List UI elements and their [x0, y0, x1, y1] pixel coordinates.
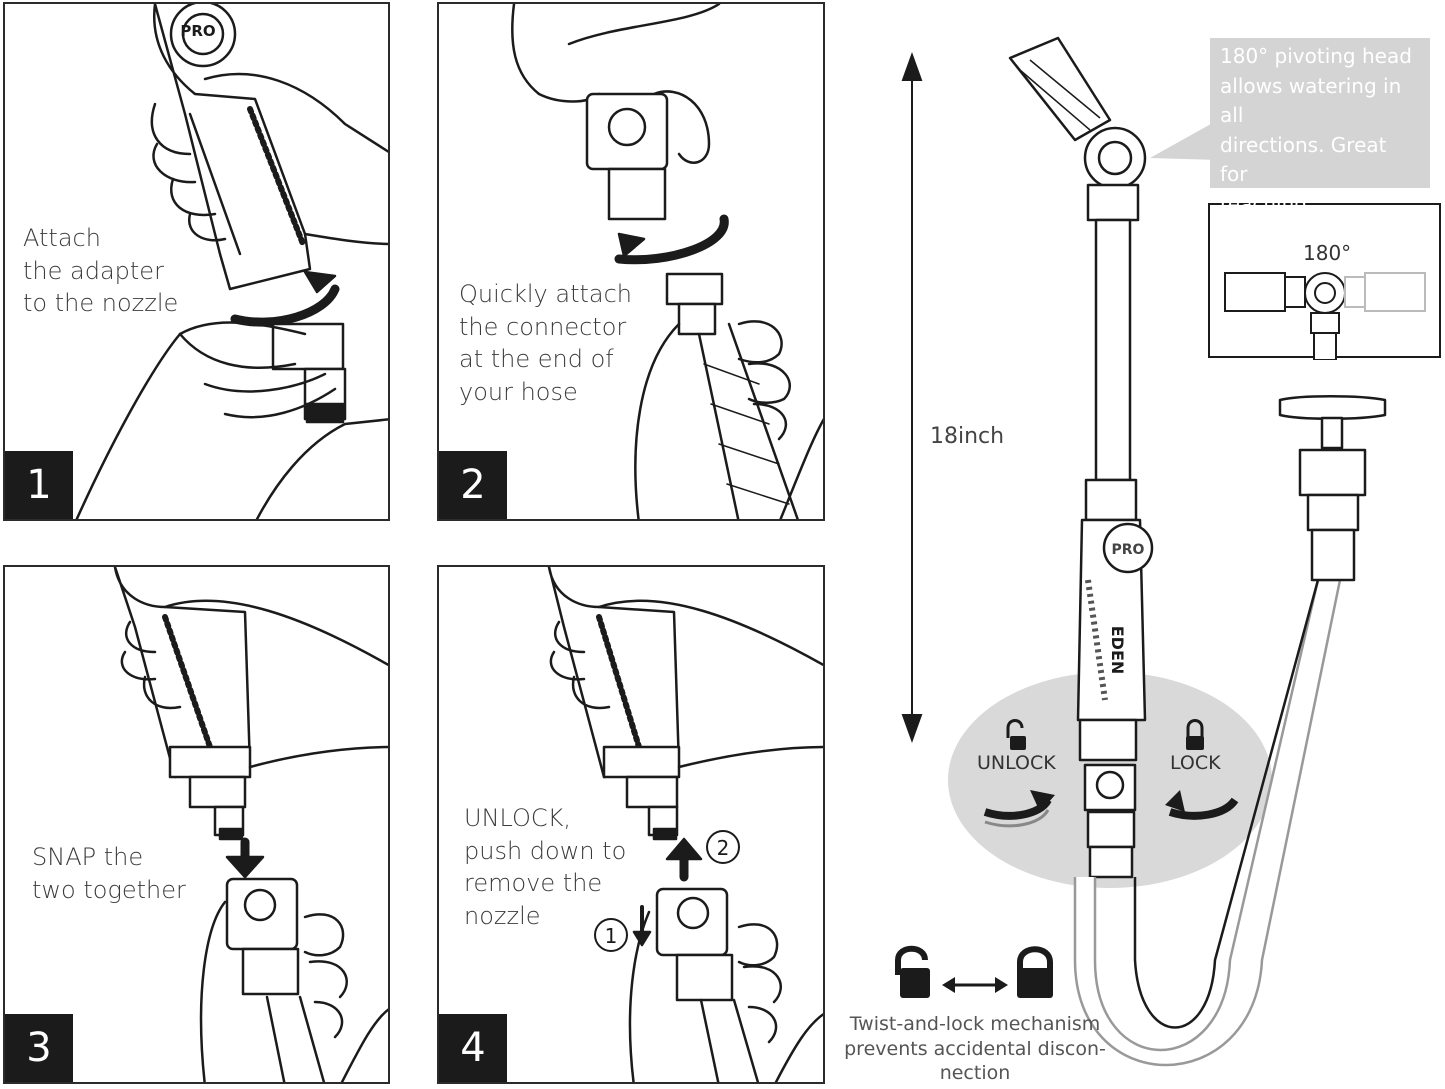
lock-ellipse	[948, 672, 1272, 888]
length-label: 18inch	[930, 424, 1005, 449]
step-panel-2: Quickly attach the connector at the end …	[437, 2, 825, 521]
unlock-label: UNLOCK	[977, 752, 1056, 774]
unlocked-padlock-icon	[895, 945, 930, 998]
double-arrow-icon	[942, 977, 1008, 993]
step-4-number: 4	[439, 1014, 507, 1082]
callout-pointer	[1150, 120, 1218, 160]
step-1-caption: Attach the adapter to the nozzle	[23, 224, 179, 317]
step-1-number: 1	[5, 451, 73, 519]
dimension-arrow	[901, 52, 923, 743]
step-panel-4: 2 1 UNLOCK, push down to remove the nozz…	[437, 565, 825, 1084]
locked-padlock-icon	[1186, 719, 1204, 750]
step-4-marker-1: 1	[605, 924, 618, 948]
step-2-caption: Quickly attach the connector at the end …	[459, 280, 633, 406]
mechanism-note: Twist-and-lock mechanism prevents accide…	[844, 1013, 1106, 1084]
step-4-caption: UNLOCK, push down to remove the nozzle	[464, 804, 627, 930]
pivot-callout: 180° pivoting head allows watering in al…	[1210, 38, 1430, 275]
step-3-caption: SNAP the two together	[32, 843, 186, 904]
step-2-illustration	[511, 4, 823, 519]
locked-padlock-icon	[1017, 946, 1053, 998]
step-panel-3: SNAP the two together 3	[3, 565, 390, 1084]
step-panel-1: Attach the adapter to the nozzle 1	[3, 2, 390, 521]
step-1-illustration	[75, 4, 388, 519]
step-2-number: 2	[439, 451, 507, 519]
lock-label: LOCK	[1170, 752, 1221, 774]
step-3-number: 3	[5, 1014, 73, 1082]
rotate-arrow-icon	[983, 790, 1055, 828]
rotate-arrow-icon	[1165, 790, 1239, 820]
wand-cap-brand: PRO	[1112, 542, 1145, 558]
pivot-inset: 180°	[1208, 203, 1441, 360]
step-4-marker-2: 2	[717, 836, 730, 860]
step-3-illustration	[113, 567, 388, 1082]
pivot-nozzle-head	[1008, 36, 1112, 142]
inset-angle-label: 180°	[1303, 241, 1352, 265]
unlocked-padlock-icon	[1006, 719, 1026, 750]
step-4-illustration: 2 1	[547, 567, 823, 1082]
wand-grip-brand: EDEN	[1108, 626, 1127, 675]
pivot-inset-illustration	[1224, 272, 1426, 360]
